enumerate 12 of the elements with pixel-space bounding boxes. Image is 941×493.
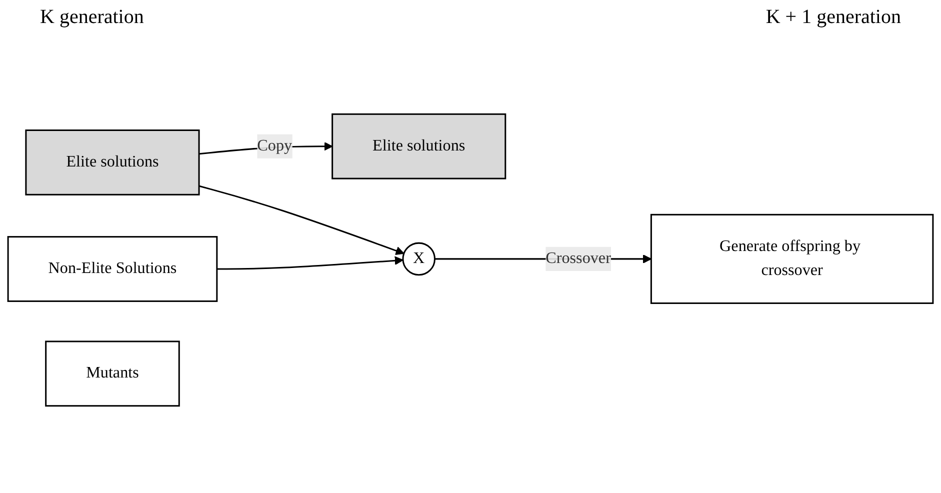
node-box: Non-Elite Solutions <box>7 236 218 302</box>
node-box: Elite solutions <box>25 130 200 196</box>
edge-label: Copy <box>257 137 292 154</box>
node-box: Generate offspring by crossover <box>650 214 934 304</box>
node-box: Mutants <box>45 340 180 407</box>
node-box: Elite solutions <box>332 113 506 180</box>
node-circle: X <box>402 242 436 276</box>
column-heading: K + 1 generation <box>766 6 901 30</box>
edge-label: Crossover <box>546 250 611 267</box>
arrow <box>216 256 404 270</box>
column-heading: K generation <box>40 6 144 30</box>
arrow <box>198 185 404 255</box>
